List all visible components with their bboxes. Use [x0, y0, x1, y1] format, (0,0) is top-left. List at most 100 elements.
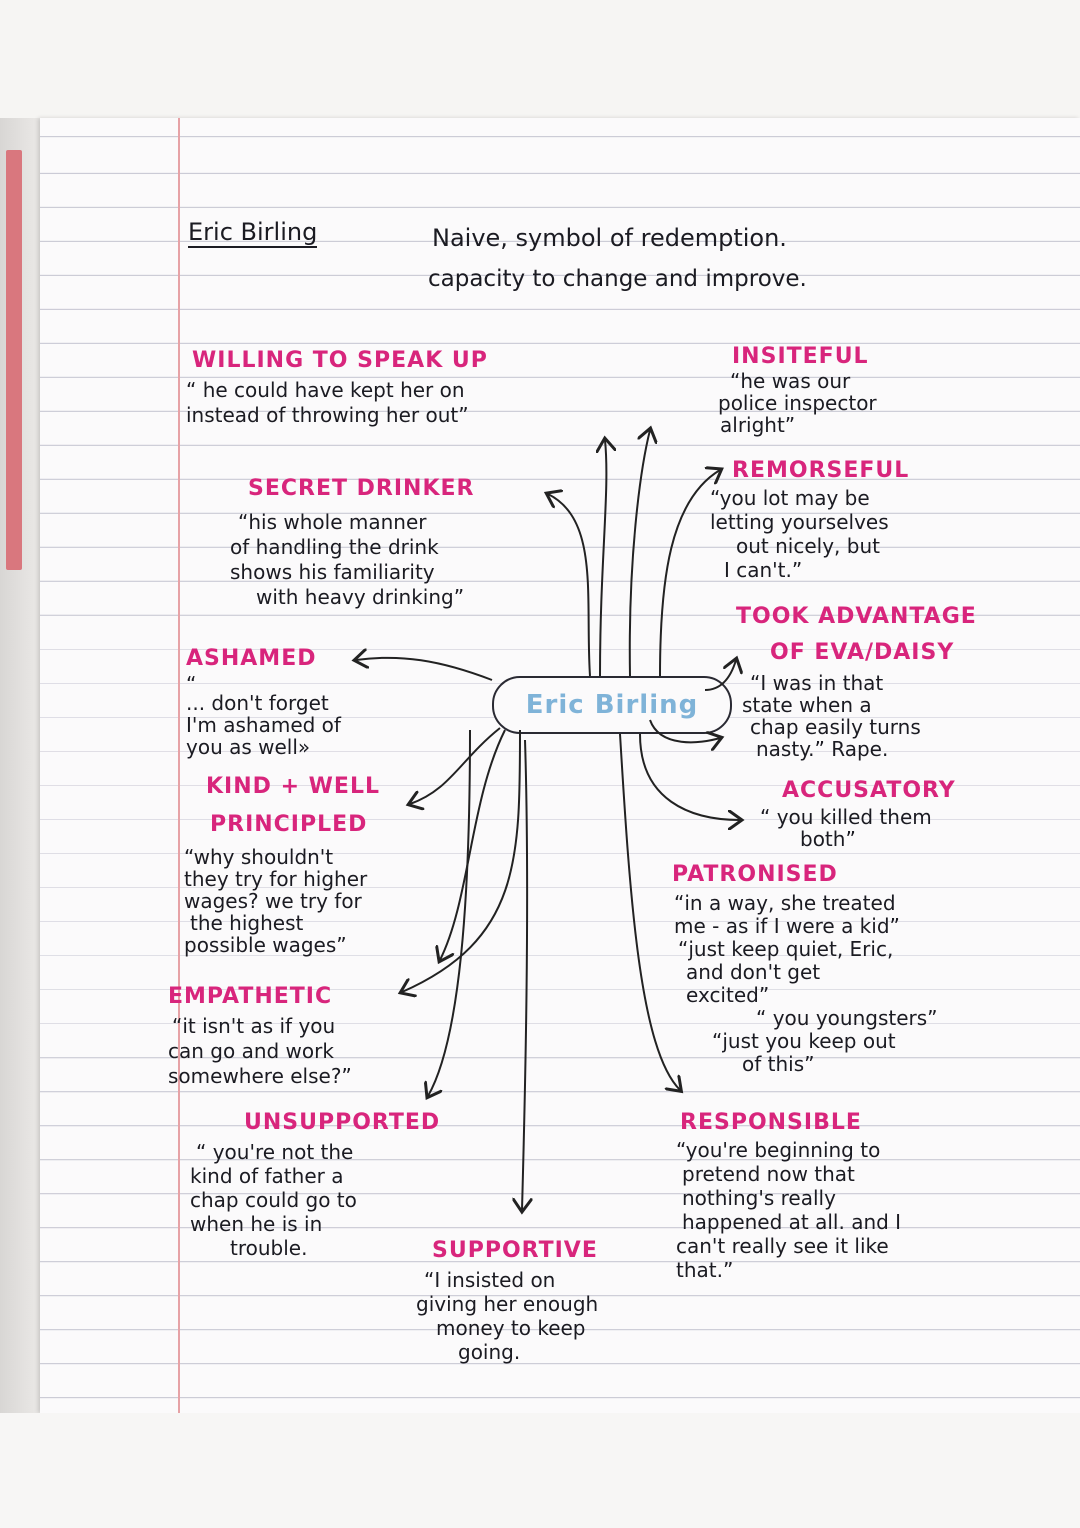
trait-heading: ACCUSATORY	[782, 778, 956, 803]
header-name: Eric Birling	[188, 218, 318, 248]
arrow-to-patronised	[619, 733, 680, 1090]
arrow-to-unsupported	[428, 729, 471, 1096]
trait-quote: “I insisted on giving her enough money t…	[416, 1268, 598, 1364]
quote-line: “ you youngsters”	[756, 1006, 938, 1030]
quote-line: police inspector	[718, 391, 877, 415]
quote-line: and don't get	[686, 960, 821, 984]
quote-line: “I was in that	[750, 671, 884, 695]
trait-quote: “you lot may be letting yourselves out n…	[710, 486, 889, 582]
quote-line: I can't.”	[724, 558, 803, 582]
quote-line: going.	[458, 1340, 521, 1364]
arrow-to-willing	[600, 440, 606, 677]
trait-quote: “I was in that state when a chap easily …	[742, 672, 921, 760]
trait-heading: WILLING TO SPEAK UP	[192, 348, 488, 373]
trait-heading: EMPATHETIC	[168, 984, 333, 1009]
quote-line: “	[186, 672, 197, 696]
quote-line: nothing's really	[682, 1186, 836, 1210]
quote-line: state when a	[742, 693, 872, 717]
quote-line: “it isn't as if you	[172, 1014, 336, 1038]
quote-line: excited”	[686, 983, 770, 1007]
quote-line: “you're beginning to	[676, 1138, 881, 1162]
quote-line: chap easily turns	[750, 715, 921, 739]
trait-quote: “ you're not the kind of father a chap c…	[190, 1140, 357, 1260]
arrow-to-empathetic	[402, 729, 521, 992]
quote-line: “why shouldn't	[184, 845, 334, 869]
quote-line: of handling the drink	[230, 535, 439, 559]
quote-line: I'm ashamed of	[186, 713, 341, 737]
trait-heading: KIND + WELL	[206, 774, 380, 799]
header-line-1: Naive, symbol of redemption.	[432, 224, 787, 252]
quote-line: chap could go to	[190, 1188, 357, 1212]
arrow-to-insiteful	[628, 430, 650, 677]
margin-line	[178, 118, 180, 1413]
header-line-2: capacity to change and improve.	[428, 266, 807, 292]
trait-quote: “in a way, she treated me - as if I were…	[674, 892, 938, 1076]
trait-heading: RESPONSIBLE	[680, 1110, 862, 1135]
quote-line: pretend now that	[682, 1162, 855, 1186]
trait-heading: UNSUPPORTED	[244, 1110, 441, 1135]
trait-quote: “it isn't as if you can go and work some…	[168, 1014, 352, 1089]
trait-heading-2: OF EVA/DAISY	[770, 640, 955, 665]
quote-line: happened at all. and I	[682, 1210, 902, 1234]
quote-line: shows his familiarity	[230, 560, 435, 584]
quote-line: possible wages”	[184, 933, 347, 957]
quote-line: “in a way, she treated	[674, 891, 896, 915]
quote-line: kind of father a	[190, 1164, 344, 1188]
arrow-to-accusatory	[639, 733, 740, 820]
quote-line: ... don't forget	[186, 691, 329, 715]
arrow-to-kind-quote	[440, 729, 506, 960]
quote-line: “ he could have kept her on	[186, 378, 465, 402]
quote-line: wages? we try for	[184, 889, 362, 913]
quote-line: “I insisted on	[424, 1268, 556, 1292]
quote-line: money to keep	[436, 1316, 586, 1340]
quote-line: alright”	[720, 413, 796, 437]
trait-quote: “why shouldn't they try for higher wages…	[184, 846, 367, 956]
arrow-to-secret-drinker	[548, 494, 591, 677]
quote-line: the highest	[190, 911, 304, 935]
trait-heading: SUPPORTIVE	[432, 1238, 598, 1263]
trait-quote: “ ... don't forget I'm ashamed of you as…	[186, 672, 341, 759]
arrow-to-took-advantage	[704, 660, 736, 691]
lined-paper	[40, 118, 1080, 1413]
trait-quote: “he was our police inspector alright”	[718, 370, 877, 436]
quote-line: that.”	[676, 1258, 734, 1282]
arrow-to-ashamed	[356, 658, 493, 681]
quote-line: “just you keep out	[712, 1029, 896, 1053]
central-topic-label: Eric Birling	[525, 690, 699, 720]
quote-line: “ you killed them	[760, 805, 932, 829]
quote-line: with heavy drinking”	[256, 585, 465, 609]
trait-quote: “his whole manner of handling the drink …	[230, 510, 464, 610]
quote-line: trouble.	[230, 1236, 308, 1260]
quote-line: somewhere else?”	[168, 1064, 352, 1088]
quote-line: “just keep quiet, Eric,	[678, 937, 894, 961]
quote-line: “you lot may be	[710, 486, 870, 510]
trait-heading: TOOK ADVANTAGE	[736, 604, 977, 629]
quote-line: out nicely, but	[736, 534, 880, 558]
quote-line: of this”	[742, 1052, 815, 1076]
quote-line: me - as if I were a kid”	[674, 914, 900, 938]
central-topic-bubble: Eric Birling	[492, 676, 732, 734]
trait-quote: “ you killed them both”	[760, 806, 932, 850]
quote-line: you as well»	[186, 735, 311, 759]
quote-line: when he is in	[190, 1212, 323, 1236]
quote-line: can't really see it like	[676, 1234, 889, 1258]
binding-tab	[6, 150, 22, 570]
quote-line: “ you're not the	[196, 1140, 354, 1164]
arrow-to-remorseful	[659, 470, 720, 677]
quote-line: giving her enough	[416, 1292, 599, 1316]
quote-line: letting yourselves	[710, 510, 889, 534]
trait-heading-2: PRINCIPLED	[210, 812, 368, 837]
quote-line: “his whole manner	[238, 510, 427, 534]
arrow-to-accusatory-2	[649, 719, 720, 742]
arrow-to-kind	[410, 727, 501, 804]
quote-line: nasty.” Rape.	[756, 737, 889, 761]
trait-heading: REMORSEFUL	[732, 458, 910, 483]
quote-line: both”	[800, 827, 856, 851]
arrow-to-supportive	[522, 739, 527, 1210]
trait-quote: “ he could have kept her on instead of t…	[186, 378, 469, 428]
quote-line: can go and work	[168, 1039, 334, 1063]
quote-line: instead of throwing her out”	[186, 403, 469, 427]
trait-heading: PATRONISED	[672, 862, 838, 887]
trait-heading: ASHAMED	[186, 646, 317, 671]
